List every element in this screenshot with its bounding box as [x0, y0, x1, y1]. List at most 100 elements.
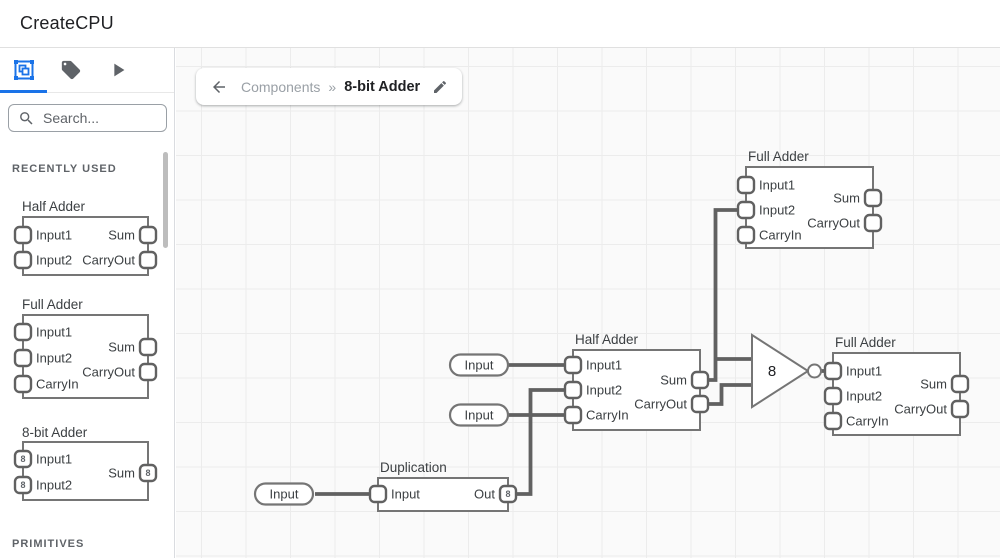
- port[interactable]: [138, 250, 158, 270]
- port[interactable]: [823, 361, 843, 381]
- component-title: 8-bit Adder: [22, 425, 88, 440]
- input-node[interactable]: Input: [448, 353, 510, 377]
- bus-port[interactable]: [138, 463, 158, 483]
- input-node[interactable]: Input: [448, 403, 510, 427]
- port[interactable]: [736, 175, 756, 195]
- active-tab-indicator: [0, 90, 47, 93]
- search-input[interactable]: [43, 110, 153, 126]
- wire[interactable]: [700, 383, 752, 406]
- edit-name-button[interactable]: [432, 79, 448, 95]
- tab-tags[interactable]: [47, 48, 94, 93]
- wire[interactable]: [508, 388, 573, 496]
- port[interactable]: [13, 348, 33, 368]
- component-body[interactable]: [832, 352, 961, 436]
- port-label: Sum: [920, 377, 947, 392]
- input-pill[interactable]: [448, 403, 510, 427]
- input-pill-label: Input: [465, 408, 494, 423]
- input-node[interactable]: Input: [253, 482, 315, 506]
- port[interactable]: [863, 213, 883, 233]
- search-icon: [20, 111, 33, 125]
- port[interactable]: [13, 250, 33, 270]
- breadcrumb: Components » 8-bit Adder: [196, 68, 463, 105]
- play-icon: [113, 63, 124, 77]
- port-label: Input1: [759, 178, 795, 193]
- port[interactable]: [823, 386, 843, 406]
- component-title: Full Adder: [835, 335, 896, 350]
- port[interactable]: [13, 225, 33, 245]
- port[interactable]: [690, 394, 710, 414]
- bus-width-badge: 8: [505, 489, 510, 499]
- port-label: Input1: [36, 452, 72, 467]
- canvas-component-full-adder-right[interactable]: Full Adder Input1 Input2 CarryIn Sum Car…: [823, 335, 970, 436]
- component-title: Duplication: [380, 460, 447, 475]
- component-body[interactable]: [22, 441, 149, 501]
- port-label: Input2: [759, 203, 795, 218]
- port[interactable]: [950, 374, 970, 394]
- port[interactable]: [13, 322, 33, 342]
- port-label: CarryOut: [82, 365, 135, 380]
- port[interactable]: [138, 337, 158, 357]
- input-pill[interactable]: [448, 353, 510, 377]
- port-label: CarryOut: [894, 402, 947, 417]
- port-label: Input1: [36, 228, 72, 243]
- breadcrumb-parent[interactable]: Components: [241, 78, 321, 95]
- primitives-heading: PRIMITIVES: [12, 538, 85, 550]
- bus-width-badge: 8: [20, 480, 25, 490]
- breadcrumb-current: 8-bit Adder: [344, 78, 421, 95]
- component-title: Half Adder: [575, 332, 639, 347]
- sidebar-component-8bit-adder[interactable]: 8-bit Adder 8 8 8 Input1 Input2 Sum: [13, 425, 158, 501]
- port[interactable]: [736, 225, 756, 245]
- port[interactable]: [823, 411, 843, 431]
- back-button[interactable]: [210, 78, 228, 96]
- circuit-canvas[interactable]: Components » 8-bit Adder: [176, 48, 1000, 558]
- canvas-component-duplication[interactable]: Duplication 8 Input Out: [368, 460, 518, 512]
- port-label: Input1: [36, 325, 72, 340]
- recently-used-list: Half Adder Input1 Input2 Sum CarryOut Fu…: [13, 199, 158, 501]
- port-label: Input2: [846, 389, 882, 404]
- component-body[interactable]: [572, 349, 701, 431]
- input-pill-label: Input: [270, 487, 299, 502]
- port-label: Sum: [108, 340, 135, 355]
- sidebar-component-full-adder[interactable]: Full Adder Input1 Input2 CarryIn Sum Car…: [13, 297, 158, 399]
- port-label: Sum: [833, 191, 860, 206]
- port-label: Sum: [108, 228, 135, 243]
- gate-inverter-bubble[interactable]: [807, 363, 822, 379]
- bus-port[interactable]: [13, 449, 33, 469]
- port[interactable]: [563, 355, 583, 375]
- circuit-svg: Input Input Input Full Adder Input1 In: [253, 149, 970, 512]
- bus-port[interactable]: [13, 475, 33, 495]
- gate-bus-width-label: 8: [768, 363, 776, 380]
- port[interactable]: [736, 200, 756, 220]
- canvas-component-not-gate[interactable]: 8: [751, 333, 822, 409]
- breadcrumb-separator: »: [328, 78, 337, 95]
- port[interactable]: [563, 405, 583, 425]
- tab-components[interactable]: [0, 48, 47, 93]
- search-box[interactable]: [8, 104, 167, 132]
- canvas-component-half-adder[interactable]: Half Adder Input1 Input2 CarryIn Sum Car…: [563, 332, 710, 431]
- component-body[interactable]: [22, 216, 149, 276]
- port[interactable]: [690, 370, 710, 390]
- port-label: CarryOut: [634, 397, 687, 412]
- port-label: Input2: [36, 478, 72, 493]
- bus-port[interactable]: [498, 484, 518, 504]
- input-pill[interactable]: [253, 482, 315, 506]
- app-header: CreateCPU: [0, 0, 1000, 48]
- port-label: CarryIn: [759, 228, 802, 243]
- port[interactable]: [13, 374, 33, 394]
- bus-width-badge: 8: [145, 468, 150, 478]
- port[interactable]: [563, 380, 583, 400]
- component-title: Half Adder: [22, 199, 86, 214]
- tab-run[interactable]: [94, 48, 141, 93]
- port[interactable]: [368, 484, 388, 504]
- sidebar-component-half-adder[interactable]: Half Adder Input1 Input2 Sum CarryOut: [13, 199, 158, 276]
- component-title: Full Adder: [22, 297, 83, 312]
- port[interactable]: [138, 225, 158, 245]
- port[interactable]: [863, 188, 883, 208]
- port-label: Out: [474, 487, 495, 502]
- port[interactable]: [138, 362, 158, 382]
- port[interactable]: [950, 399, 970, 419]
- sidebar-scrollbar[interactable]: [163, 152, 168, 248]
- gate-triangle[interactable]: [751, 333, 810, 409]
- canvas-component-full-adder-top[interactable]: Full Adder Input1 Input2 CarryIn Sum Car…: [736, 149, 883, 249]
